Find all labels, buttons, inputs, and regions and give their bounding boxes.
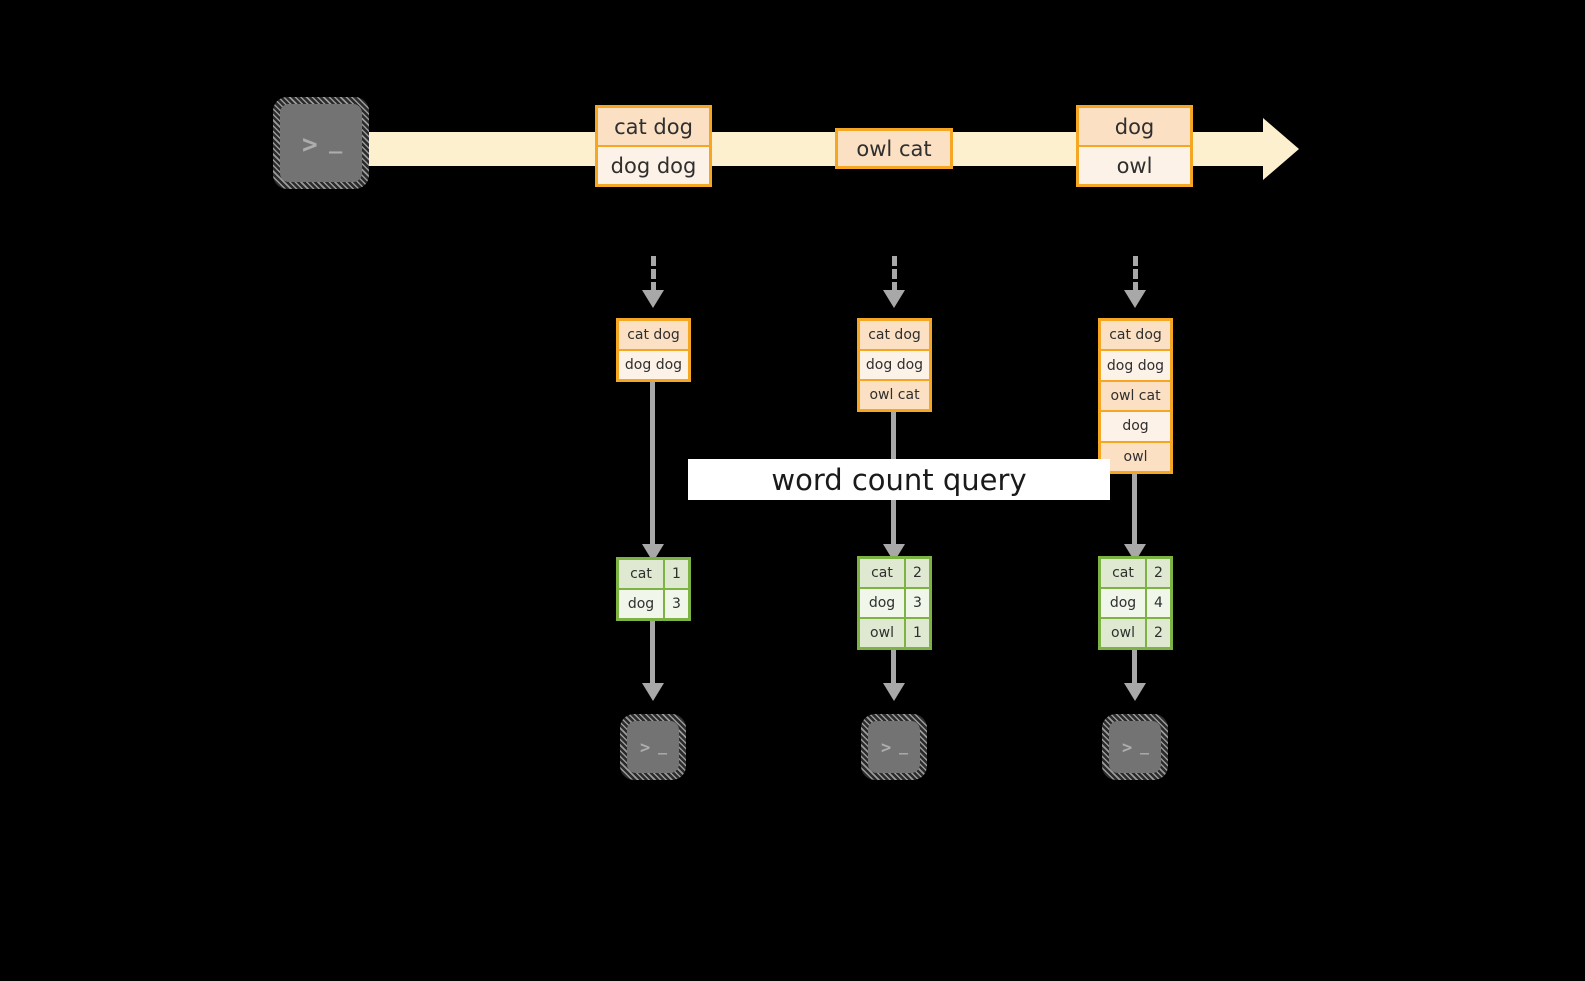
result-row: cat 2: [1101, 559, 1170, 587]
result-row: dog 3: [860, 587, 929, 617]
result-count-cell: 3: [906, 589, 929, 617]
batch-to-snapshot-arrowhead: [1124, 290, 1146, 308]
result-count-cell: 4: [1147, 589, 1170, 617]
result-count-cell: 2: [906, 559, 929, 587]
query-label-text: word count query: [771, 462, 1027, 497]
sink-terminal-icon[interactable]: > _: [861, 714, 927, 780]
result-to-sink-arrowhead: [1124, 683, 1146, 701]
result-row: dog 3: [619, 588, 688, 618]
snapshot-row: cat dog: [860, 321, 929, 349]
stream-batch-row: dog dog: [598, 145, 709, 184]
result-to-sink-line: [650, 621, 655, 688]
result-word-cell: owl: [1101, 619, 1147, 647]
terminal-cursor-icon: _: [899, 737, 910, 755]
result-row: cat 1: [619, 560, 688, 588]
terminal-cursor-icon: _: [658, 737, 669, 755]
snapshot-row: dog dog: [1101, 349, 1170, 380]
result-table[interactable]: cat 1 dog 3: [616, 557, 691, 621]
source-terminal-icon[interactable]: > _: [273, 97, 369, 189]
batch-to-snapshot-dashed-line: [651, 256, 656, 292]
result-row: cat 2: [860, 559, 929, 587]
stream-batch-box[interactable]: owl cat: [835, 128, 953, 169]
terminal-cursor-icon: _: [1140, 737, 1151, 755]
stream-batch-row: owl cat: [838, 131, 950, 166]
stream-batch-row: owl: [1079, 145, 1190, 184]
result-to-sink-arrowhead: [642, 683, 664, 701]
result-word-cell: cat: [860, 559, 906, 587]
terminal-screen: [868, 721, 920, 773]
result-word-cell: dog: [619, 590, 665, 618]
result-table[interactable]: cat 2 dog 4 owl 2: [1098, 556, 1173, 650]
result-to-sink-arrowhead: [883, 683, 905, 701]
snapshot-row: dog: [1101, 410, 1170, 441]
snapshot-box[interactable]: cat dog dog dog owl cat dog owl: [1098, 318, 1173, 474]
batch-to-snapshot-arrowhead: [642, 290, 664, 308]
snapshot-to-result-line: [650, 382, 655, 550]
terminal-screen: [280, 104, 362, 182]
snapshot-box[interactable]: cat dog dog dog owl cat: [857, 318, 932, 412]
snapshot-row: cat dog: [1101, 321, 1170, 350]
stream-batch-box[interactable]: dog owl: [1076, 105, 1193, 187]
result-to-sink-line: [1132, 650, 1137, 688]
result-word-cell: dog: [860, 589, 906, 617]
stream-batch-row: cat dog: [598, 108, 709, 145]
result-count-cell: 2: [1147, 619, 1170, 647]
sink-terminal-icon[interactable]: > _: [620, 714, 686, 780]
snapshot-row: owl cat: [1101, 379, 1170, 411]
snapshot-box[interactable]: cat dog dog dog: [616, 318, 691, 382]
result-word-cell: cat: [1101, 559, 1147, 587]
terminal-prompt-icon: >: [302, 130, 319, 160]
result-row: owl 1: [860, 617, 929, 647]
snapshot-to-result-line: [1132, 474, 1137, 550]
terminal-screen: [1109, 721, 1161, 773]
snapshot-row: dog dog: [860, 349, 929, 379]
result-word-cell: cat: [619, 560, 665, 588]
batch-to-snapshot-dashed-line: [1133, 256, 1138, 292]
stream-batch-box[interactable]: cat dog dog dog: [595, 105, 712, 187]
result-row: dog 4: [1101, 587, 1170, 617]
snapshot-row: dog dog: [619, 349, 688, 379]
result-table[interactable]: cat 2 dog 3 owl 1: [857, 556, 932, 650]
terminal-cursor-icon: _: [329, 129, 344, 154]
result-count-cell: 1: [906, 619, 929, 647]
result-to-sink-line: [891, 650, 896, 688]
result-count-cell: 2: [1147, 559, 1170, 587]
terminal-screen: [627, 721, 679, 773]
snapshot-row: cat dog: [619, 321, 688, 349]
batch-to-snapshot-dashed-line: [892, 256, 897, 292]
result-word-cell: dog: [1101, 589, 1147, 617]
result-count-cell: 1: [665, 560, 688, 588]
result-row: owl 2: [1101, 617, 1170, 647]
stream-timeline-arrow-neck: [1215, 132, 1265, 166]
result-count-cell: 3: [665, 590, 688, 618]
query-label: word count query: [688, 459, 1110, 500]
snapshot-row: owl cat: [860, 379, 929, 409]
terminal-prompt-icon: >: [640, 738, 652, 758]
sink-terminal-icon[interactable]: > _: [1102, 714, 1168, 780]
stream-timeline-arrow-head: [1263, 118, 1299, 180]
snapshot-row: owl: [1101, 440, 1170, 471]
terminal-prompt-icon: >: [881, 738, 893, 758]
terminal-prompt-icon: >: [1122, 738, 1134, 758]
stream-batch-row: dog: [1079, 108, 1190, 145]
batch-to-snapshot-arrowhead: [883, 290, 905, 308]
result-word-cell: owl: [860, 619, 906, 647]
